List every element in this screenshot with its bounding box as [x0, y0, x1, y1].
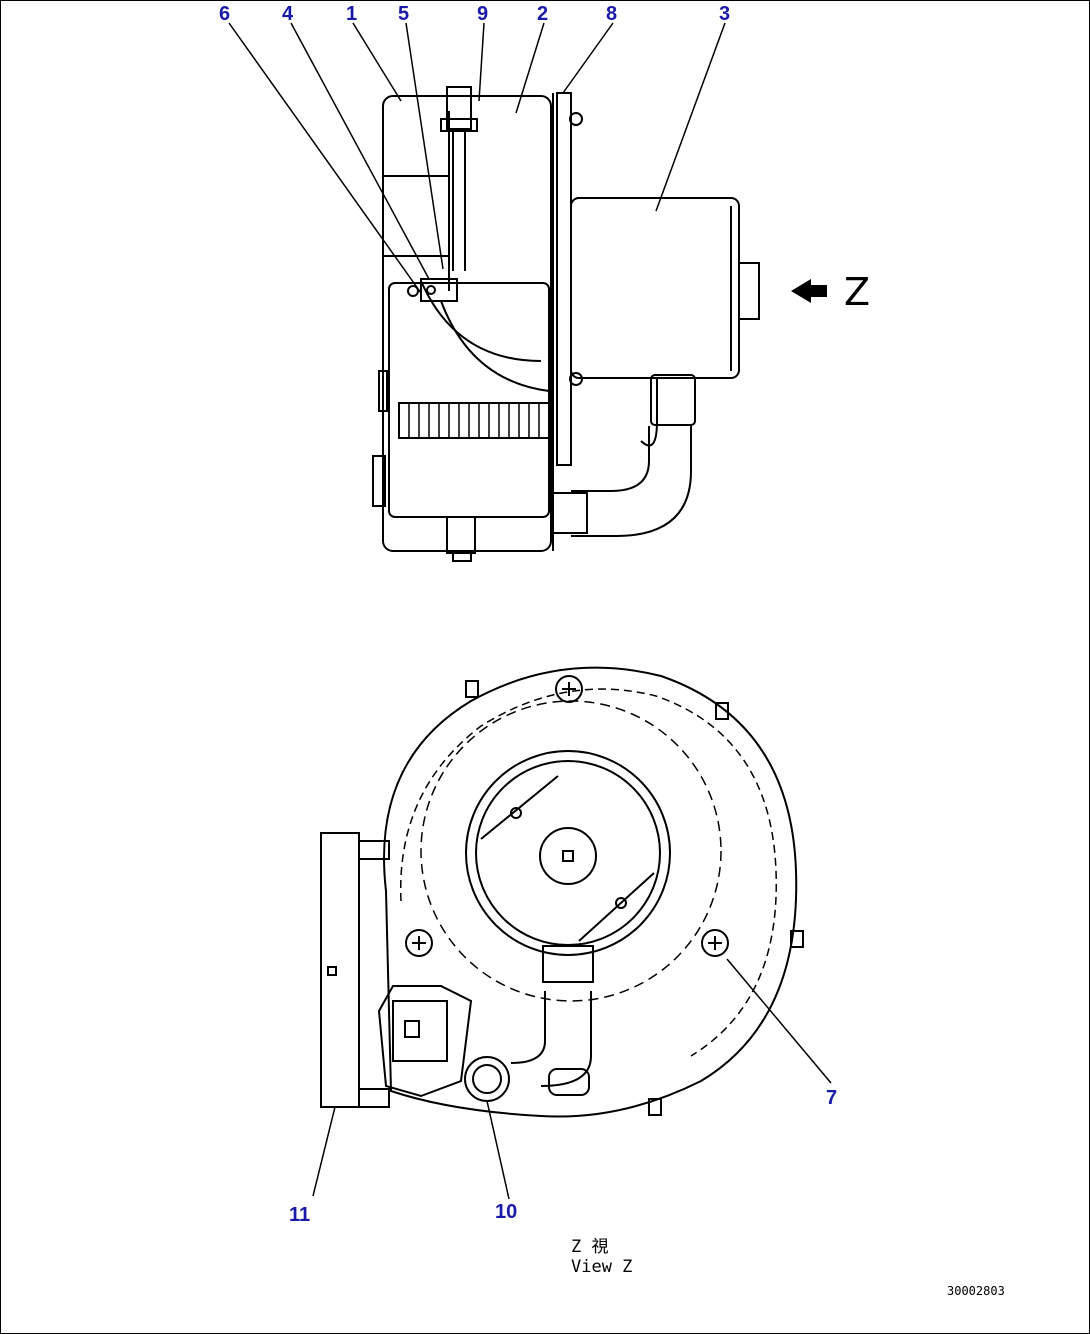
- view-z-arrow: [791, 279, 827, 303]
- connector: [542, 945, 594, 983]
- callout-5: 5: [398, 3, 410, 25]
- callout-3: 3: [719, 3, 731, 25]
- motor-face: [465, 750, 671, 956]
- callout-4: 4: [282, 3, 294, 25]
- view-caption-en: View Z: [571, 1256, 633, 1277]
- hose-fitting: [650, 374, 696, 426]
- leader-lines: [228, 22, 832, 1200]
- housing-outline: [382, 95, 552, 552]
- drawing-id: 30002803: [947, 1284, 1005, 1298]
- outlet-flange: [377, 985, 473, 1098]
- callout-8: 8: [606, 3, 618, 25]
- callout-11: 11: [289, 1204, 311, 1226]
- callout-1: 1: [346, 3, 358, 25]
- housing-screws: [405, 675, 729, 957]
- view-z: [320, 666, 804, 1118]
- callout-2: 2: [537, 3, 549, 25]
- motor-body: [570, 197, 740, 379]
- clip: [420, 278, 458, 302]
- view-caption: Z 視 View Z: [571, 1237, 633, 1277]
- bolt: [446, 86, 472, 130]
- grommet: [464, 1056, 510, 1102]
- end-plate: [320, 832, 360, 1108]
- scroll-housing: [383, 666, 798, 1118]
- motor-shaft: [539, 827, 597, 885]
- callout-6: 6: [219, 3, 231, 25]
- view-caption-jp: Z 視: [571, 1237, 609, 1257]
- side-view: [372, 86, 827, 562]
- callout-7: 7: [826, 1087, 838, 1109]
- view-z-label: Z: [844, 270, 871, 314]
- callout-9: 9: [477, 3, 489, 25]
- mounting-plate: [556, 92, 572, 466]
- callout-10: 10: [495, 1201, 518, 1223]
